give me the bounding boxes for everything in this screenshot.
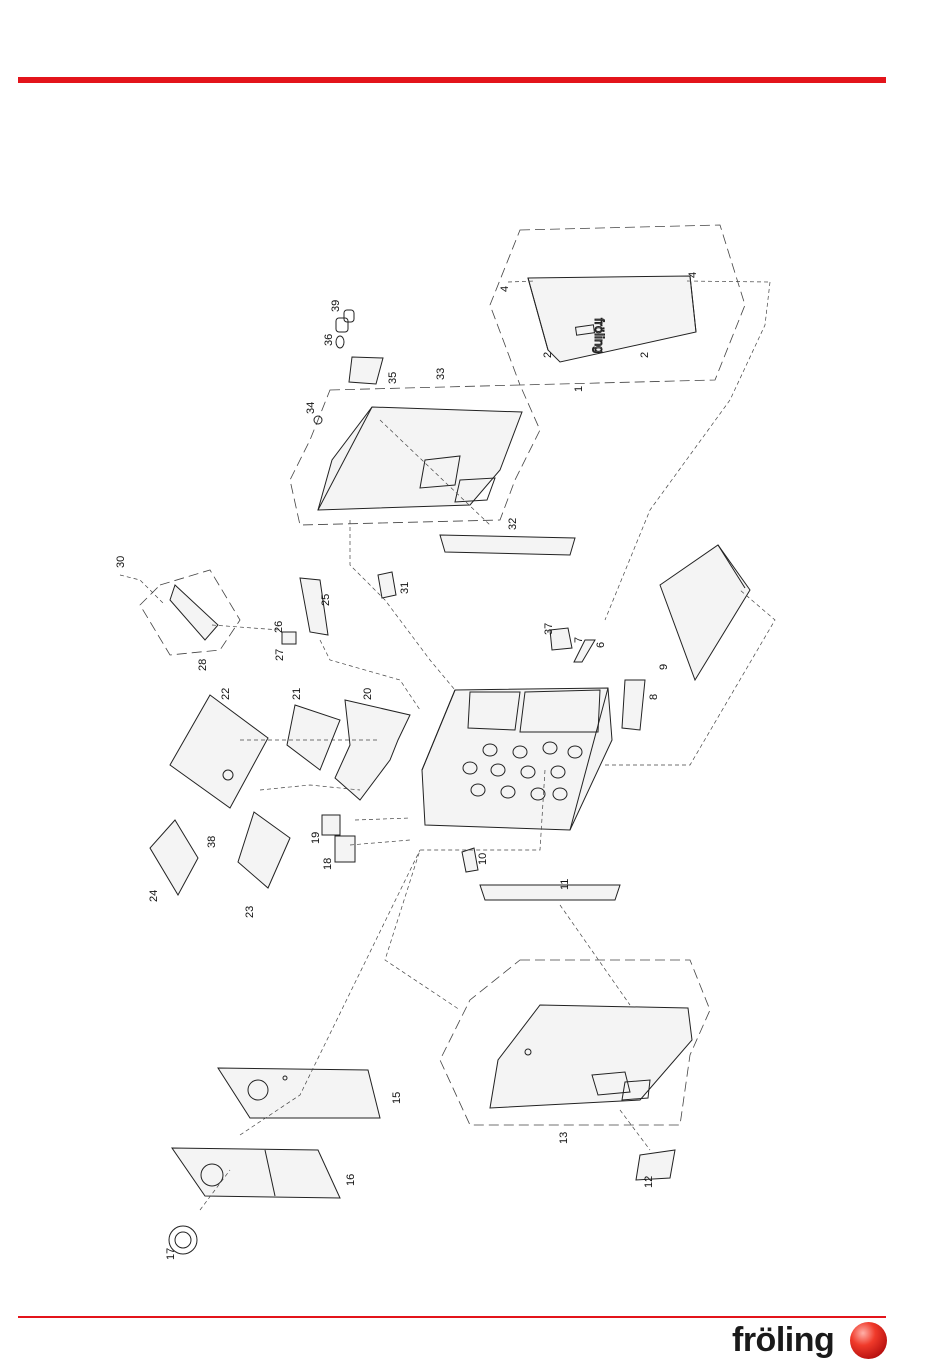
- strip-11: [480, 885, 620, 900]
- plate-22: [170, 695, 268, 808]
- callout-13: 13: [558, 1132, 570, 1144]
- strip-32: [440, 535, 575, 555]
- callout-2a: 2: [542, 352, 554, 358]
- block-21: [287, 705, 340, 770]
- callout-26: 26: [273, 621, 285, 633]
- control-unit-28: [170, 585, 218, 640]
- callout-17: 17: [165, 1248, 177, 1260]
- callout-27: 27: [274, 649, 286, 661]
- panel-15: [218, 1068, 380, 1118]
- callout-2b: 2: [639, 352, 651, 358]
- callout-15: 15: [391, 1092, 403, 1104]
- logo-ball-icon: [850, 1322, 887, 1359]
- callout-22: 22: [220, 688, 232, 700]
- callout-8: 8: [648, 694, 660, 700]
- callout-34: 34: [305, 402, 317, 414]
- part-8: [622, 680, 645, 730]
- callout-10: 10: [477, 853, 489, 865]
- callout-19: 19: [310, 832, 322, 844]
- callout-33: 33: [435, 368, 447, 380]
- callout-1: 1: [573, 386, 585, 392]
- callout-28: 28: [197, 659, 209, 671]
- panel-16: [172, 1148, 340, 1198]
- callout-24: 24: [148, 890, 160, 902]
- logo-wordmark: fröling: [732, 1318, 834, 1362]
- callout-30: 30: [115, 556, 127, 568]
- boiler-body: [422, 688, 612, 830]
- board-23: [238, 812, 290, 888]
- part-group-13: [440, 960, 710, 1125]
- part-group-28: [140, 570, 240, 655]
- block-18: [335, 836, 355, 862]
- callout-7: 7: [573, 637, 585, 643]
- callout-32: 32: [507, 518, 519, 530]
- callout-4a: 4: [499, 286, 511, 292]
- plate-24: [150, 820, 198, 895]
- part-group-33: [290, 385, 540, 525]
- callout-38: 38: [206, 836, 218, 848]
- froling-logo: fröling: [732, 1318, 892, 1364]
- callout-12: 12: [643, 1176, 655, 1188]
- callout-6: 6: [595, 642, 607, 648]
- block-9: [660, 545, 750, 680]
- part-group-1: fröling: [490, 225, 770, 385]
- block-19: [322, 815, 340, 835]
- callout-23: 23: [244, 906, 256, 918]
- top-cover-33: [318, 407, 522, 510]
- panel-logo-text: fröling: [592, 318, 607, 353]
- callout-20: 20: [362, 688, 374, 700]
- callout-16: 16: [345, 1174, 357, 1186]
- callout-39: 39: [330, 300, 342, 312]
- callout-31: 31: [399, 582, 411, 594]
- side-panel-13: [490, 1005, 692, 1108]
- callout-9: 9: [658, 664, 670, 670]
- callout-4b: 4: [687, 272, 699, 278]
- callout-18: 18: [322, 858, 334, 870]
- plate-12: [636, 1150, 675, 1180]
- block-20: [335, 700, 410, 800]
- callout-11: 11: [559, 879, 571, 890]
- callout-37: 37: [543, 623, 555, 635]
- callout-36: 36: [323, 334, 335, 346]
- bracket-10: [462, 848, 478, 872]
- callout-35: 35: [387, 372, 399, 384]
- callout-25: 25: [320, 594, 332, 606]
- front-panel-1: [528, 276, 696, 362]
- callout-21: 21: [291, 688, 303, 700]
- bracket-31: [378, 572, 396, 598]
